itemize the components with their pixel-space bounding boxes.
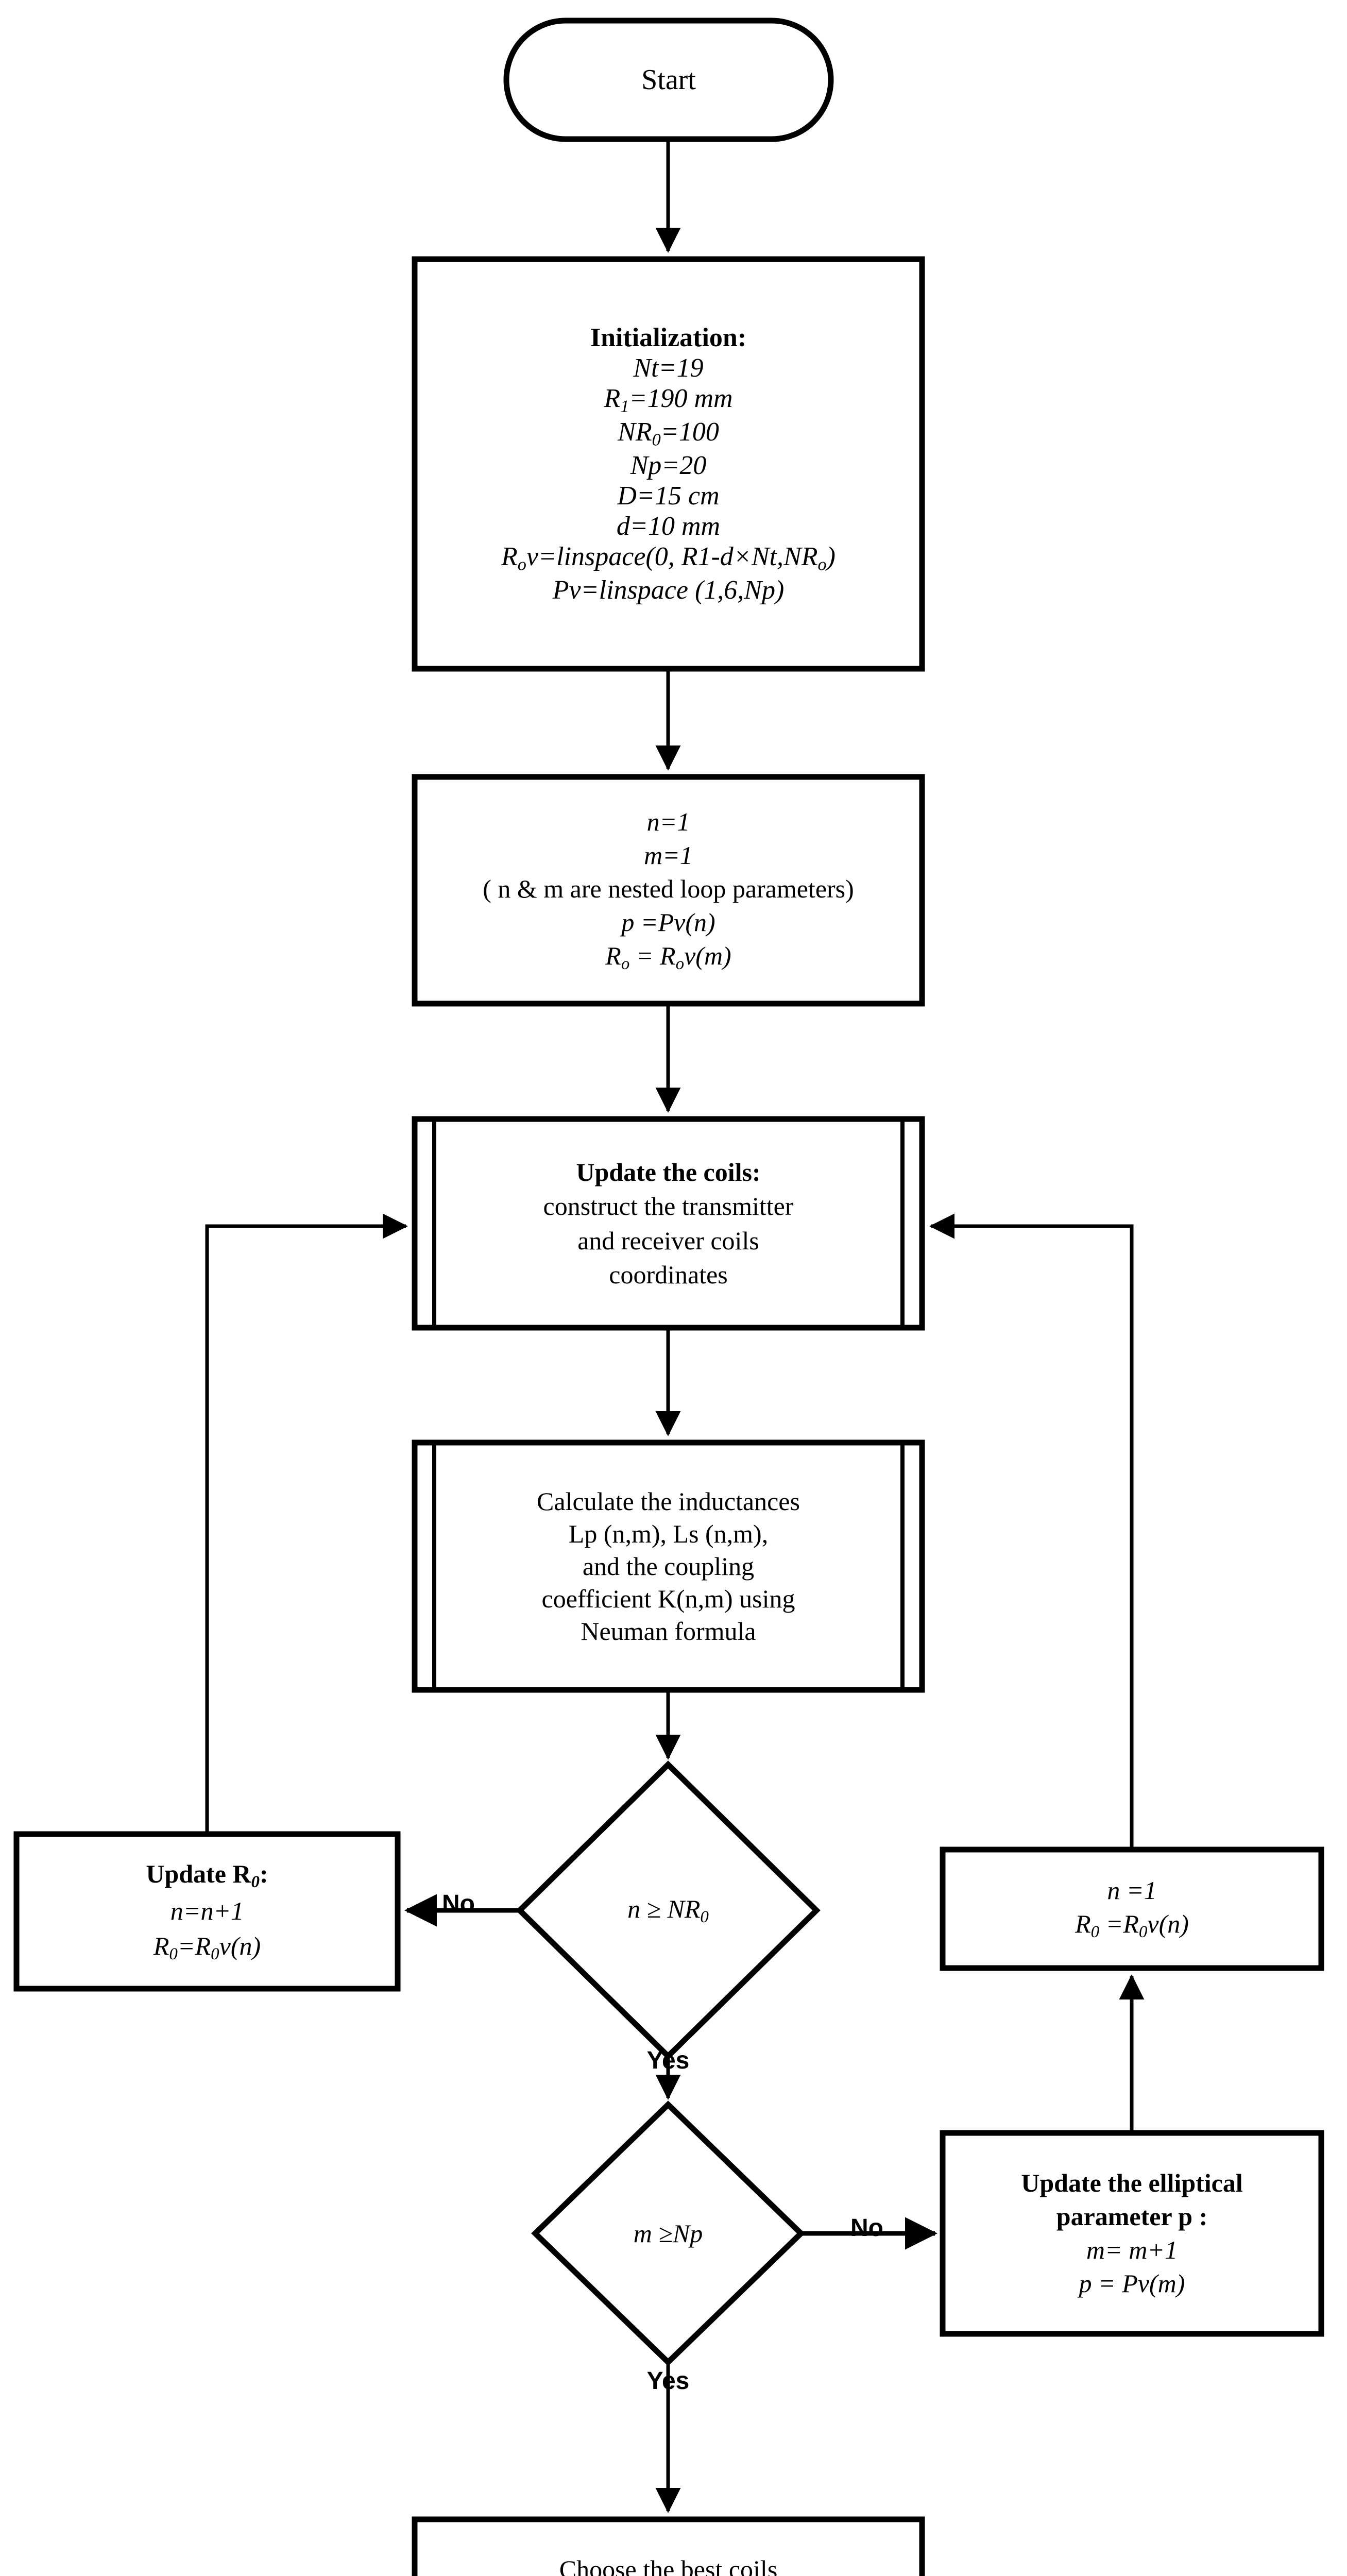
decision-n-shape [516, 1760, 821, 2060]
initialization-shape [412, 256, 925, 672]
update-r0-shape [13, 1831, 401, 1992]
start-shape [503, 18, 834, 142]
edge-update-r0-loopback [205, 1213, 408, 1834]
edge-label-yes-second: Yes [646, 2367, 690, 2395]
edge-reset-n-loopback [929, 1213, 1134, 1850]
update-coils-shape [412, 1116, 925, 1331]
decision-m-shape [531, 2100, 805, 2366]
update-p-shape [940, 2130, 1324, 2337]
choose-best-shape [412, 2516, 925, 2576]
edge-label-no-left: No [442, 1890, 475, 1918]
edge-label-yes-first: Yes [646, 2047, 690, 2074]
loop-init-shape [412, 774, 925, 1007]
edge-label-no-right: No [850, 2214, 883, 2242]
reset-n-shape [940, 1846, 1324, 1971]
calculate-inductances-shape [412, 1439, 925, 1693]
